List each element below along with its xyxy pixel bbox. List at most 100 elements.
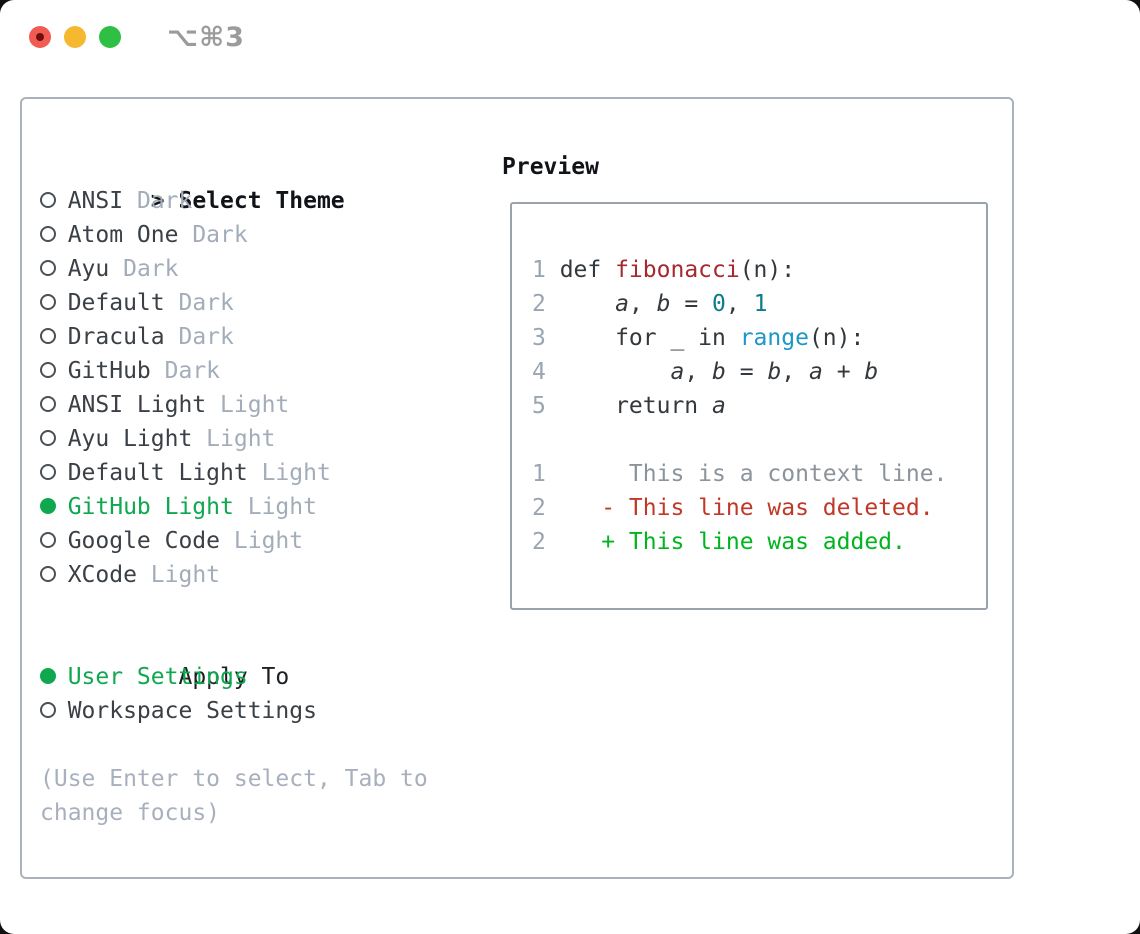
- line-number: 1: [532, 461, 546, 487]
- prompt-caret-icon: >: [150, 188, 165, 214]
- gap: [137, 562, 151, 588]
- theme-name: Ayu: [67, 256, 110, 282]
- theme-variant-tag: Dark: [123, 256, 179, 282]
- radio-selected-icon: [40, 497, 56, 514]
- gap: [165, 290, 179, 316]
- line-number: 5: [532, 393, 546, 419]
- theme-name: GitHub: [67, 358, 151, 384]
- line-number: 4: [532, 359, 546, 385]
- theme-variant-tag: Dark: [178, 324, 234, 350]
- radio-cell: [40, 320, 68, 354]
- theme-option-atom-one[interactable]: Atom One Dark: [40, 218, 428, 252]
- help-line-2: change focus): [40, 800, 221, 826]
- theme-variant-tag: Light: [220, 392, 290, 418]
- theme-option-dracula[interactable]: Dracula Dark: [40, 320, 428, 354]
- theme-option-ayu-light[interactable]: Ayu Light Light: [40, 422, 428, 456]
- close-button[interactable]: [29, 26, 51, 48]
- help-line-1: (Use Enter to select, Tab to: [40, 766, 428, 792]
- line-number: 2: [532, 291, 546, 317]
- code-token-plain: for _ in: [559, 325, 740, 351]
- code-token-plain: (n):: [739, 257, 796, 283]
- radio-cell: [40, 660, 68, 694]
- line-number: 2: [532, 529, 546, 555]
- code-token-plain: def: [559, 257, 616, 283]
- line-number: 3: [532, 325, 546, 351]
- code-token-var: b: [864, 359, 879, 385]
- code-line: 4 a, b = b, a + b: [532, 355, 986, 389]
- theme-variant-tag: Light: [150, 562, 221, 588]
- zoom-button[interactable]: [99, 26, 121, 48]
- theme-option-ansi[interactable]: ANSI Dark: [40, 184, 428, 218]
- blank-line: [532, 423, 986, 457]
- radio-cell: [40, 388, 68, 422]
- theme-variant-tag: Dark: [178, 290, 234, 316]
- radio-cell: [40, 524, 68, 558]
- radio-icon: [40, 191, 56, 208]
- code-token-plain: [560, 291, 615, 317]
- code-token-context: This is a context line.: [559, 461, 948, 487]
- code-token-num: 0: [712, 291, 726, 317]
- code-line: 2 a, b = 0, 1: [532, 287, 986, 321]
- code-token-func: fibonacci: [615, 257, 740, 283]
- code-token-var: a: [809, 359, 823, 385]
- radio-cell: [40, 456, 68, 490]
- theme-variant-tag: Dark: [164, 358, 221, 384]
- code-token-plain: =: [725, 359, 768, 385]
- radio-icon: [40, 463, 56, 480]
- theme-option-google-code[interactable]: Google Code Light: [40, 524, 428, 558]
- theme-option-xcode[interactable]: XCode Light: [40, 558, 428, 592]
- radio-icon: [40, 565, 56, 582]
- radio-cell: [40, 558, 68, 592]
- apply-option-label: User Settings: [67, 664, 248, 690]
- gap: [109, 256, 123, 282]
- radio-icon: [40, 361, 56, 378]
- theme-name: Ayu Light: [67, 426, 193, 452]
- help-text: (Use Enter to select, Tab to change focu…: [40, 762, 428, 830]
- apply-to-header: Apply To: [40, 626, 428, 690]
- theme-variant-tag: Light: [261, 460, 331, 486]
- spacer: [40, 592, 428, 626]
- theme-name: ANSI: [67, 188, 124, 214]
- theme-option-github[interactable]: GitHub Dark: [40, 354, 428, 388]
- apply-option-user-settings[interactable]: User Settings: [40, 660, 428, 694]
- radio-icon: [40, 701, 56, 718]
- radio-cell: [40, 490, 68, 524]
- preview-header: Preview: [502, 154, 599, 180]
- line-number: 1: [532, 257, 546, 283]
- code-token-var: a: [670, 359, 685, 385]
- close-dot-icon: [36, 33, 44, 41]
- theme-option-default[interactable]: Default Dark: [40, 286, 428, 320]
- code-token-plain: ,: [781, 359, 809, 385]
- theme-name: Dracula: [67, 324, 165, 350]
- theme-name: Default: [67, 290, 165, 316]
- gap: [151, 358, 165, 384]
- diff-line-context: 1 This is a context line.: [532, 457, 986, 491]
- gap: [220, 528, 234, 554]
- theme-option-ayu[interactable]: Ayu Dark: [40, 252, 428, 286]
- gap: [206, 392, 220, 418]
- code-line: 3 for _ in range(n):: [532, 321, 986, 355]
- radio-selected-icon: [40, 667, 56, 684]
- code-token-plain: +: [822, 359, 865, 385]
- apply-option-workspace-settings[interactable]: Workspace Settings: [40, 694, 428, 728]
- code-token-plain: [560, 359, 671, 385]
- code-token-deleted: - This line was deleted.: [559, 495, 934, 521]
- theme-name: ANSI Light: [67, 392, 207, 418]
- minimize-button[interactable]: [64, 26, 86, 48]
- code-token-plain: return: [559, 393, 713, 419]
- apply-to-title: Apply To: [178, 664, 290, 690]
- code-token-plain: ,: [628, 291, 657, 317]
- line-number: 2: [532, 495, 546, 521]
- theme-option-ansi-light[interactable]: ANSI Light Light: [40, 388, 428, 422]
- theme-option-default-light[interactable]: Default Light Light: [40, 456, 428, 490]
- radio-icon: [40, 429, 56, 446]
- theme-option-github-light[interactable]: GitHub Light Light: [40, 490, 428, 524]
- theme-variant-tag: Light: [233, 528, 304, 554]
- gap: [192, 426, 206, 452]
- theme-variant-tag: Dark: [136, 188, 193, 214]
- radio-cell: [40, 252, 68, 286]
- select-theme-header: >Select Theme: [40, 150, 428, 214]
